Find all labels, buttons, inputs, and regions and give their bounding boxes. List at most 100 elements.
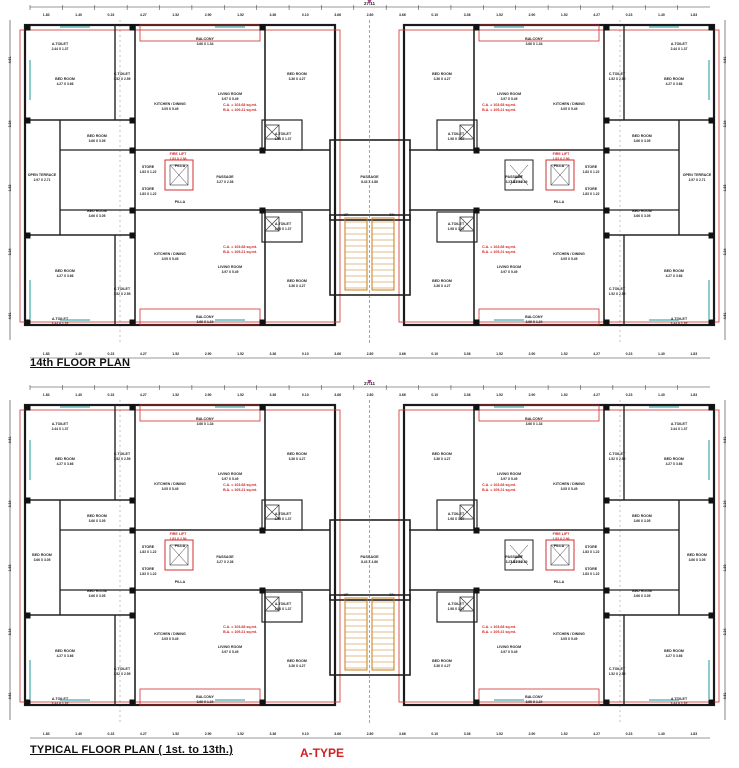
room-name: BED ROOM [664, 457, 684, 461]
dimension-label: 3.36 [464, 13, 471, 17]
built-area: B.A. = 109.21 sq.mt. [482, 630, 516, 634]
room-name: BED ROOM [32, 553, 52, 557]
room-size: 3.36 X 4.27 [289, 664, 306, 668]
duct-shaft [264, 124, 280, 140]
room-size: 4.27 X 3.66 [57, 82, 74, 86]
lift-car [169, 544, 189, 566]
room-name: BED ROOM [632, 209, 652, 213]
stair-flight [371, 217, 395, 291]
toilet-wall [261, 499, 303, 531]
room-size: 3.36 X 4.27 [434, 284, 451, 288]
room-name: A.TOILET [52, 317, 69, 321]
dimension-label: 3.34 [8, 501, 12, 508]
room-size: 4.27 X 3.66 [666, 274, 683, 278]
room-size: 1.83 X 2.90 [553, 537, 570, 541]
lift-box [504, 539, 534, 571]
plan-14th-floor: 27.111.831.400.234.271.522.901.523.360.1… [0, 0, 739, 380]
column [259, 587, 266, 594]
room-size: 3.97 X 5.49 [501, 477, 518, 481]
dimension-label: 2.90 [205, 393, 212, 397]
dimension-label: 1.52 [496, 352, 503, 356]
dimension-label: 0.23 [108, 393, 115, 397]
duct-shaft [459, 216, 475, 232]
room-size: 3.66 X 3.05 [634, 594, 651, 598]
dimension-label: 0.23 [626, 352, 633, 356]
duct-shaft [264, 216, 280, 232]
dimension-label: 4.27 [140, 352, 147, 356]
type-label: A-TYPE [300, 746, 345, 760]
room-name: PILLA [175, 544, 186, 548]
lift-car [550, 544, 570, 566]
room-size: 3.05 X 5.49 [162, 637, 179, 641]
dimension-label: 4.61 [723, 57, 727, 64]
dimension-label: 0.10 [302, 352, 309, 356]
room-name: STORE [585, 165, 598, 169]
room-size: 3.05 X 5.49 [561, 257, 578, 261]
dimension-label: 3.36 [269, 352, 276, 356]
room-size: 4.27 X 3.66 [666, 654, 683, 658]
plan-title-typical: TYPICAL FLOOR PLAN ( 1st. to 13th.) [30, 744, 233, 756]
column [259, 404, 266, 411]
room-name: LIVING ROOM [218, 265, 242, 269]
built-area: B.A. = 109.21 sq.mt. [223, 630, 257, 634]
room-name: A.TOILET [52, 697, 69, 701]
floor-plan-drawing-typical: 27.111.831.400.234.271.522.901.523.360.1… [8, 380, 727, 739]
duct-shaft [264, 596, 280, 612]
column [24, 24, 31, 31]
room-size: 4.27 X 3.66 [666, 462, 683, 466]
room-size: 1.83 X 2.90 [170, 537, 187, 541]
dimension-label: 2.90 [528, 732, 535, 736]
dimension-label: 3.34 [8, 629, 12, 636]
room-size: 3.66 X 1.34 [526, 42, 543, 46]
room-name: LIVING ROOM [497, 265, 521, 269]
dimension-label: 0.10 [302, 13, 309, 17]
stair-dn-label: DN [390, 213, 395, 217]
room-name: PASSAGE [216, 555, 234, 559]
room-size: 1.83 X 1.22 [140, 170, 157, 174]
room-size: 1.98 X 1.37 [448, 227, 465, 231]
room-name: C.TOILET [609, 667, 626, 671]
column [24, 232, 31, 239]
room-size: 3.05 X 5.49 [561, 487, 578, 491]
room-size: 3.36 X 4.27 [289, 77, 306, 81]
dimension-label: 1.40 [75, 732, 82, 736]
dimension-label: 0.10 [302, 393, 309, 397]
room-name: BALCONY [196, 37, 214, 41]
dimension-label: 2.80 [367, 732, 374, 736]
room-size: 1.52 X 2.59 [609, 292, 626, 296]
room-name: PILLA [554, 200, 565, 204]
central-passage-wall [329, 519, 411, 601]
room-name: STORE [142, 567, 155, 571]
column [24, 497, 31, 504]
built-area: B.A. = 109.21 sq.mt. [482, 108, 516, 112]
column [129, 207, 136, 214]
dimension-label: 3.66 [399, 13, 406, 17]
dimension-label: 3.66 [399, 352, 406, 356]
dimension-label: 2.90 [528, 352, 535, 356]
dimension-label: 0.23 [108, 352, 115, 356]
column [473, 699, 480, 706]
room-size: 4.27 X 3.66 [666, 82, 683, 86]
room-size: 3.27 X 2.36 [506, 180, 523, 184]
room-name: BED ROOM [632, 134, 652, 138]
dimension-label: 2.90 [205, 732, 212, 736]
dimension-label: 4.27 [140, 13, 147, 17]
dimension-label: 0.10 [431, 352, 438, 356]
balcony-outline [478, 404, 600, 422]
dimension-label: 1.83 [690, 732, 697, 736]
room-size: 1.52 X 2.59 [114, 672, 131, 676]
dimension-label: 0.23 [626, 393, 633, 397]
room-name: A.TOILET [671, 42, 688, 46]
room-name: A.TOILET [671, 317, 688, 321]
room-size: 3.27 X 2.36 [217, 560, 234, 564]
dimension-label: 4.61 [723, 437, 727, 444]
dimension-label: 1.83 [43, 393, 50, 397]
room-name: C.TOILET [609, 72, 626, 76]
room-size: 1.83 X 1.22 [140, 192, 157, 196]
room-name: A.TOILET [448, 602, 465, 606]
room-name: LIVING ROOM [497, 472, 521, 476]
lift-car [169, 164, 189, 186]
balcony-outline [139, 688, 261, 706]
room-name: A.TOILET [275, 512, 292, 516]
room-size: 1.83 X 1.22 [583, 170, 600, 174]
